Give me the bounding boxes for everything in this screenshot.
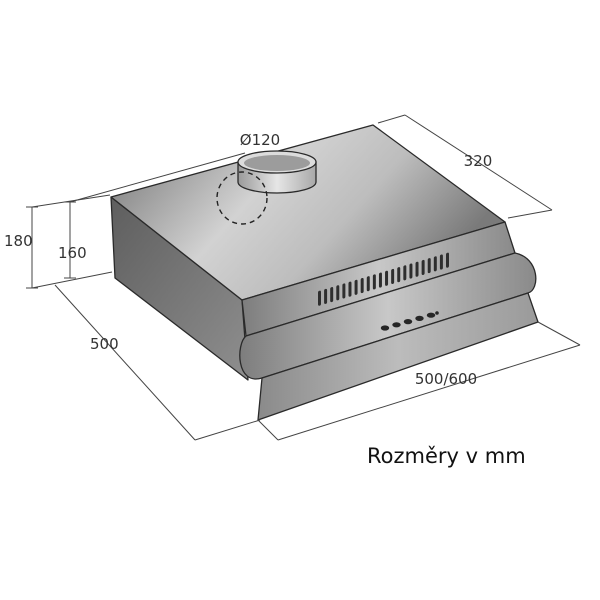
vent-slot [372, 274, 376, 290]
vent-slot [324, 288, 328, 304]
duct-opening-inner [244, 155, 310, 171]
vent-slot [439, 254, 443, 270]
depth-label: 500 [90, 335, 119, 353]
vent-slot [385, 270, 389, 286]
vent-slot [403, 265, 407, 281]
cooker-hood [110, 124, 539, 421]
control-button [415, 315, 424, 321]
vent-slot [415, 261, 419, 277]
vent-slot [391, 268, 395, 285]
exhaust-duct [216, 150, 317, 225]
depth-side-extension [377, 114, 406, 124]
duct-diameter-extension [69, 152, 246, 203]
vent-slot [342, 283, 346, 299]
depth-side-line [404, 114, 553, 211]
width-line [277, 344, 581, 441]
bottom-reference-line [31, 271, 113, 289]
duct-rear-position [216, 171, 268, 225]
width-label: 500/600 [415, 370, 477, 388]
vent-slot [433, 256, 437, 272]
control-buttons [380, 311, 439, 331]
control-button [426, 312, 436, 318]
depth-side-label: 320 [464, 152, 493, 170]
vent-slot [336, 285, 340, 301]
vent-slot [330, 287, 334, 303]
control-button [392, 322, 401, 328]
top-reference-line [31, 194, 111, 208]
depth-extension [194, 419, 261, 441]
control-button [380, 325, 390, 331]
vent-slot [397, 267, 401, 283]
total-height-label: 180 [4, 232, 33, 250]
width-extension-right [537, 321, 581, 346]
vent-slot [446, 252, 449, 268]
indicator-light [435, 311, 439, 315]
vent-slot [378, 272, 382, 288]
width-extension-left [257, 419, 279, 441]
vent-slot [348, 281, 352, 297]
vent-slot [427, 258, 431, 274]
depth-side-extension-2 [507, 209, 553, 219]
vent-slot [366, 276, 370, 292]
dimension-lines [26, 114, 581, 441]
depth-line [54, 284, 196, 441]
vent-slot [421, 259, 425, 275]
duct-diameter-label: Ø120 [240, 131, 280, 149]
control-button [403, 319, 413, 325]
vent-slot [318, 290, 321, 306]
vent-slots [318, 252, 449, 306]
body-height-label: 160 [58, 244, 87, 262]
vent-slot [409, 263, 413, 279]
units-caption: Rozměry v mm [367, 444, 526, 468]
vent-slot [360, 277, 364, 294]
vent-slot [354, 279, 358, 295]
